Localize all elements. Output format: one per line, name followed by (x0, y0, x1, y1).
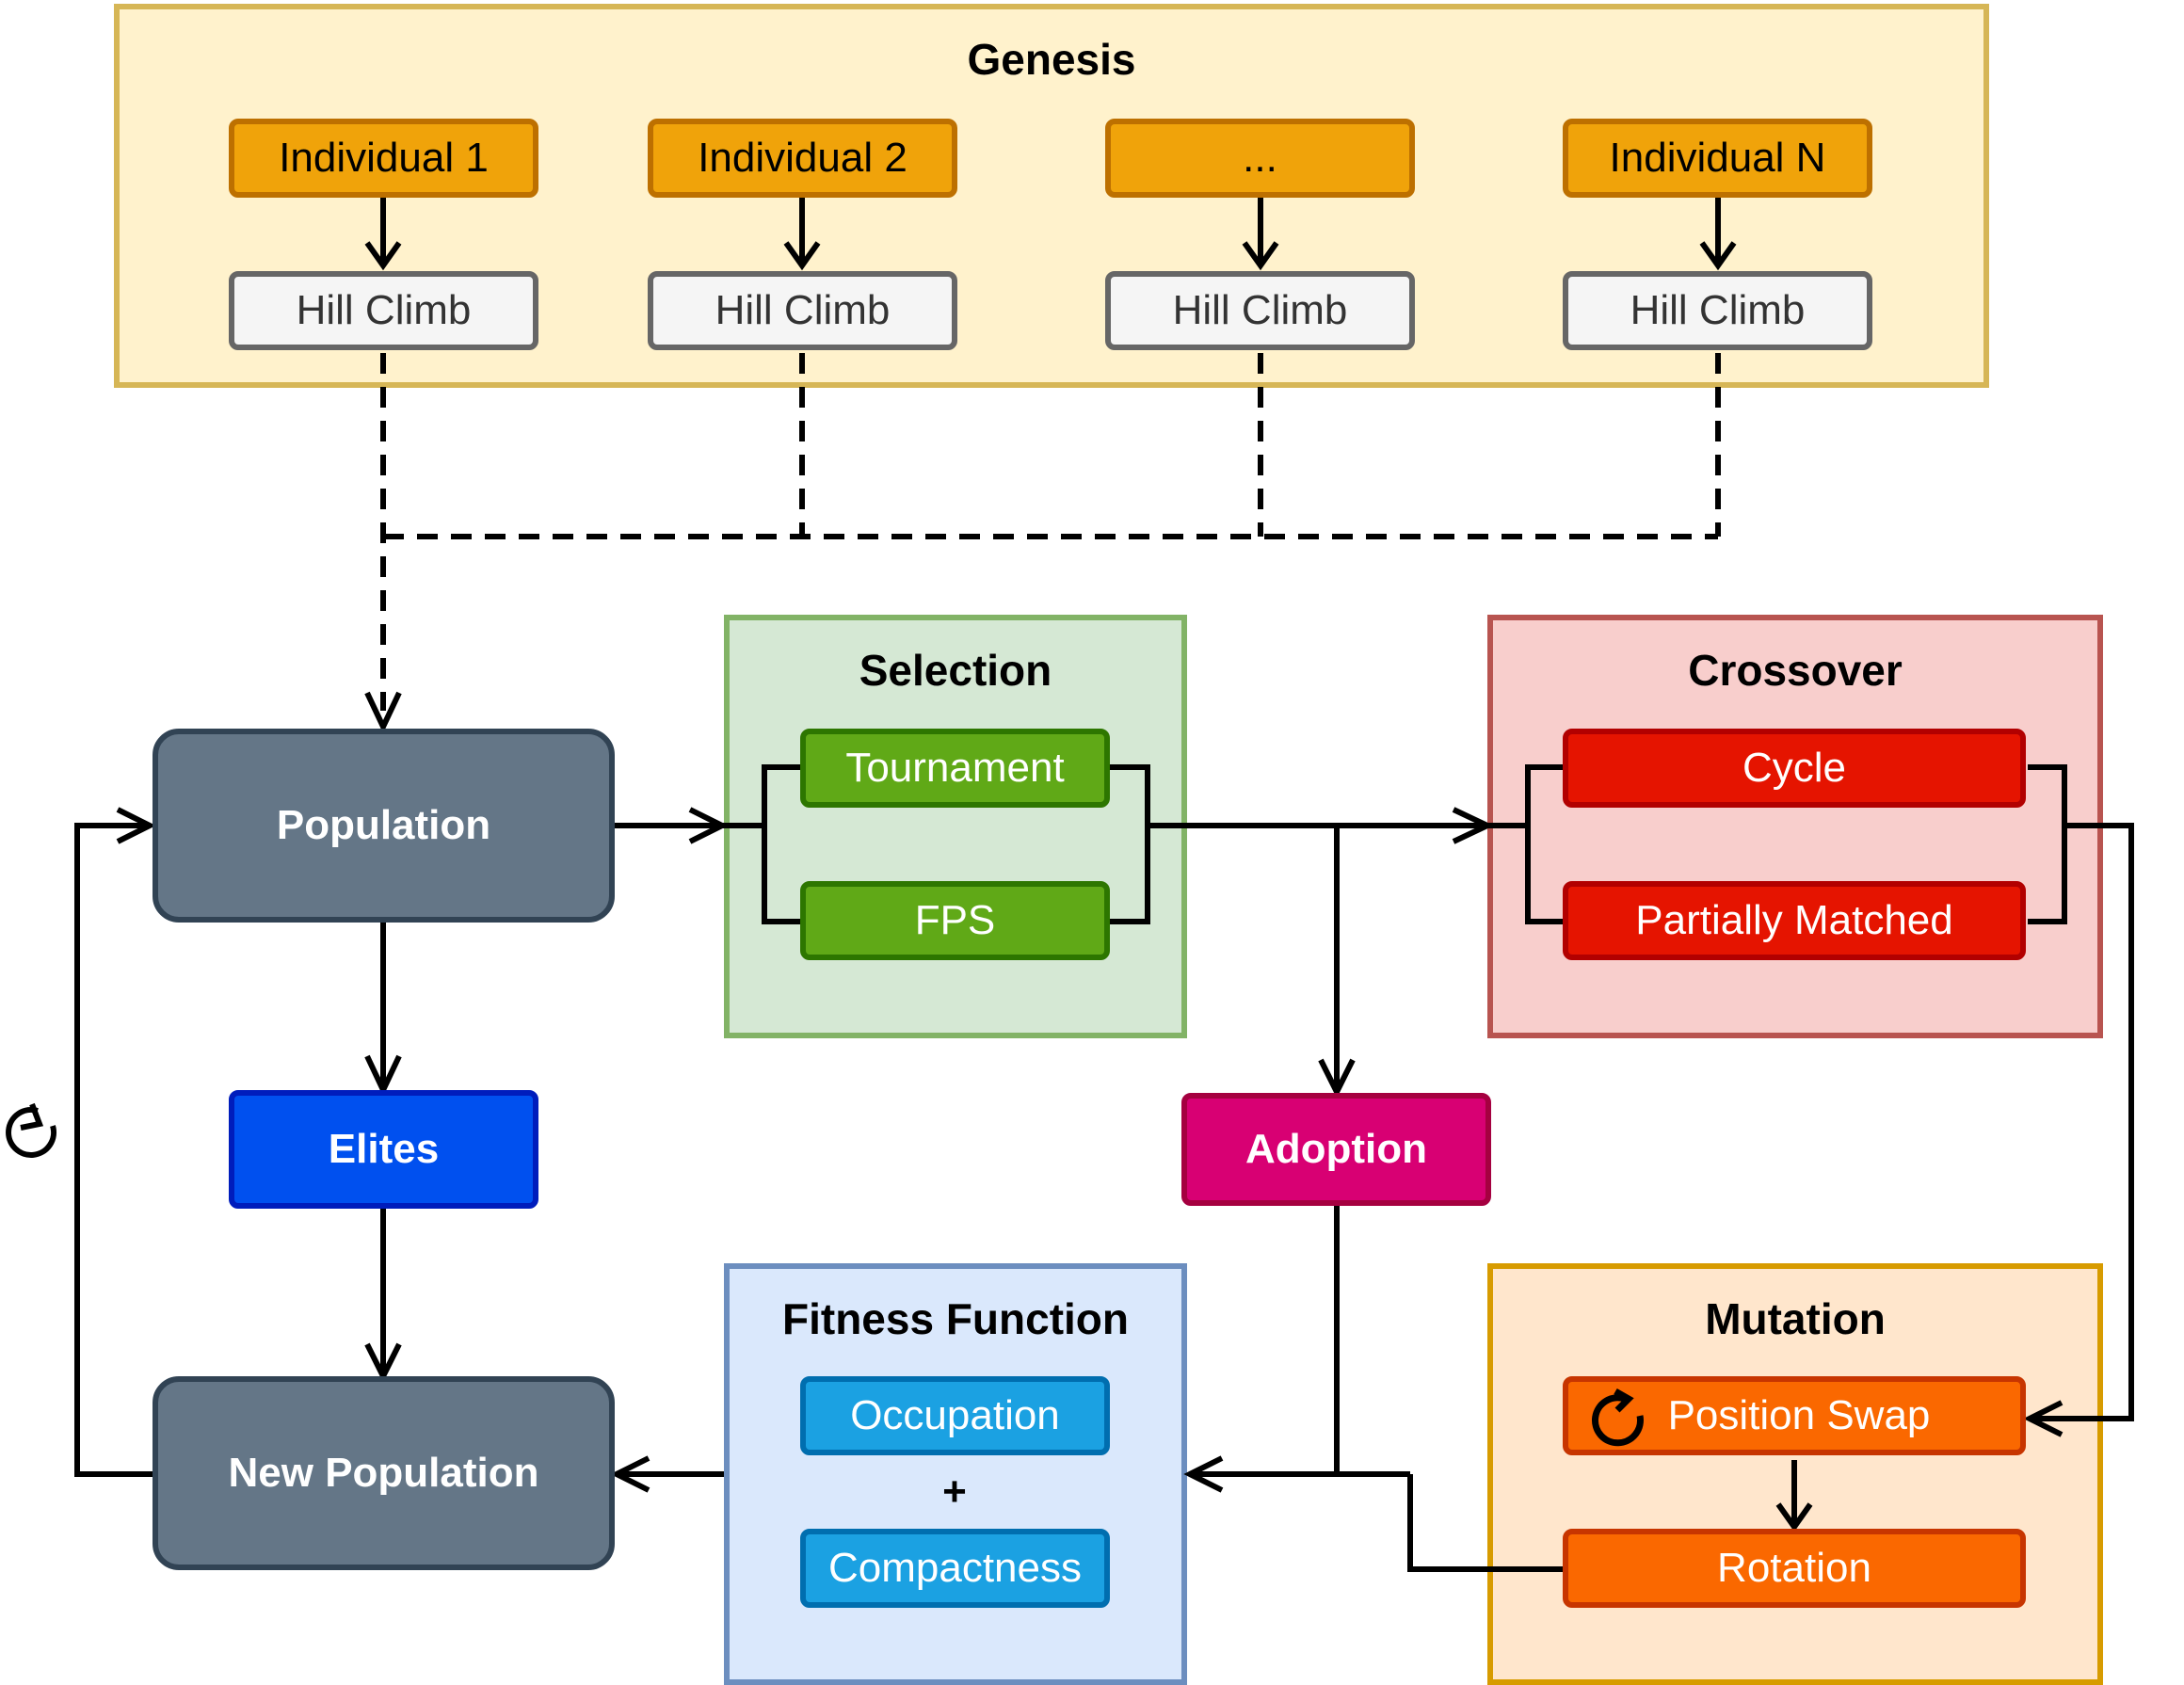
elites-box: Elites (229, 1090, 538, 1209)
genesis-title: Genesis (967, 35, 1136, 84)
hill-climb-4: Hill Climb (1563, 271, 1872, 350)
selection-container: Selection (724, 615, 1187, 1038)
position-swap-label: Position Swap (1667, 1392, 1931, 1438)
fitness-compactness: Compactness (800, 1529, 1110, 1608)
individual-1-box: Individual 1 (229, 119, 538, 198)
loop-cycle-icon (6, 1102, 57, 1158)
crossover-cycle: Cycle (1563, 729, 2026, 808)
hill-climb-3: Hill Climb (1105, 271, 1415, 350)
mutation-rotation: Rotation (1563, 1529, 2026, 1608)
individual-n-box: Individual N (1563, 119, 1872, 198)
hill-climb-1: Hill Climb (229, 271, 538, 350)
dashed-merge (380, 353, 1721, 711)
adoption-box: Adoption (1181, 1093, 1491, 1206)
refresh-icon (1592, 1388, 1644, 1447)
fitness-occupation: Occupation (800, 1376, 1110, 1455)
mutation-title: Mutation (1705, 1294, 1886, 1343)
fitness-plus-operator: + (942, 1468, 967, 1515)
selection-fps: FPS (800, 881, 1110, 960)
individual-2-box: Individual 2 (648, 119, 957, 198)
crossover-partially-matched: Partially Matched (1563, 881, 2026, 960)
crossover-title: Crossover (1688, 646, 1903, 695)
individual-ellipsis-box: ... (1105, 119, 1415, 198)
new-population-box: New Population (153, 1376, 615, 1570)
mutation-position-swap: Position Swap (1563, 1376, 2026, 1455)
hill-climb-2: Hill Climb (648, 271, 957, 350)
selection-title: Selection (859, 646, 1052, 695)
population-box: Population (153, 729, 615, 923)
fitness-function-title: Fitness Function (782, 1294, 1129, 1343)
selection-tournament: Tournament (800, 729, 1110, 808)
fitness-function-container: Fitness Function (724, 1263, 1187, 1685)
crossover-container: Crossover (1487, 615, 2103, 1038)
